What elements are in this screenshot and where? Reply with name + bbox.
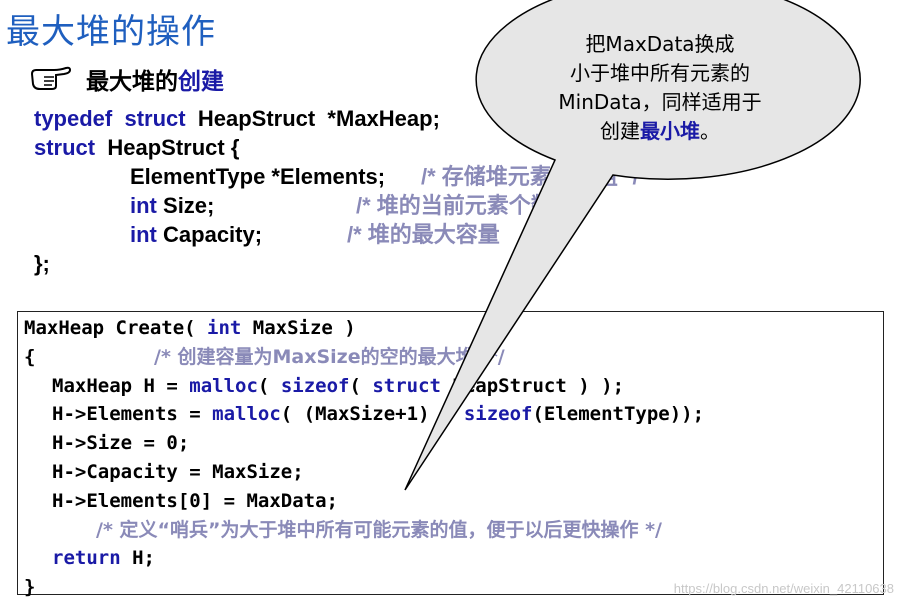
code-text: (ElementType)); <box>532 403 705 426</box>
watermark: https://blog.csdn.net/weixin_42110638 <box>673 581 894 596</box>
callout-text: 把MaxData换成 小于堆中所有元素的 MinData，同样适用于 创建最小堆… <box>520 30 800 146</box>
code-text: H; <box>120 547 155 570</box>
callout-line: 把MaxData换成 <box>585 32 735 56</box>
code-line: MaxHeap Create( int MaxSize ) <box>24 314 883 343</box>
callout-line: MinData，同样适用于 <box>558 90 762 114</box>
keyword: int <box>130 193 157 218</box>
struct-line-4: int Size; /* 堆的当前元素个数 */ <box>34 191 574 220</box>
keyword: struct <box>124 106 186 131</box>
code-text: HeapStruct ) ); <box>440 374 625 397</box>
keyword: int <box>130 222 157 247</box>
code-text: { <box>24 345 36 368</box>
callout-text-suffix: 。 <box>700 119 720 143</box>
callout-line: 小于堆中所有元素的 <box>570 61 750 85</box>
struct-line-1: typedef struct HeapStruct *MaxHeap; <box>34 104 440 133</box>
code-text: ( (MaxSize+1) * <box>280 403 464 426</box>
subtitle-highlight: 创建 <box>178 69 224 95</box>
code-comment: /* 创建容量为MaxSize的空的最大堆 */ <box>154 345 505 368</box>
code-line: } <box>24 573 883 602</box>
code-text: MaxSize ) <box>241 317 356 339</box>
code-line: { /* 创建容量为MaxSize的空的最大堆 */ <box>24 343 883 372</box>
callout-line: 创建最小堆。 <box>520 117 800 146</box>
code-text: MaxHeap H = <box>52 374 190 397</box>
keyword: struct <box>34 135 96 160</box>
callout-text-prefix: 创建 <box>600 119 640 143</box>
section-heading: 最大堆的创建 <box>30 62 224 96</box>
code-comment: /* 定义“哨兵”为大于堆中所有可能元素的值，便于以后更快操作 */ <box>96 518 662 541</box>
code-text: H->Capacity = MaxSize; <box>52 460 304 483</box>
code-line: H->Elements = malloc( (MaxSize+1) * size… <box>24 400 883 429</box>
code-comment: /* 堆的最大容量 <box>347 222 500 247</box>
keyword: int <box>207 317 242 339</box>
keyword: typedef <box>34 106 113 131</box>
code-text: Size; <box>163 193 215 218</box>
keyword: sizeof <box>280 374 350 397</box>
page-title: 最大堆的操作 <box>6 12 216 52</box>
pointing-hand-icon <box>30 66 72 90</box>
create-function-code: MaxHeap Create( int MaxSize ) { /* 创建容量为M… <box>17 311 884 598</box>
code-text: } <box>24 576 36 599</box>
struct-line-5: int Capacity; /* 堆的最大容量 <box>34 220 500 249</box>
code-comment: /* 堆的当前元素个数 */ <box>356 193 574 218</box>
code-line: H->Elements[0] = MaxData; <box>24 487 883 516</box>
code-text: HeapStruct { <box>107 135 240 160</box>
code-line: H->Capacity = MaxSize; <box>24 458 883 487</box>
keyword: malloc <box>212 403 281 426</box>
code-text: HeapStruct *MaxHeap; <box>197 106 440 131</box>
code-text: ElementType *Elements; <box>130 164 386 189</box>
code-text: H->Size = 0; <box>52 432 190 455</box>
struct-line-3: ElementType *Elements; /* 存储堆元素的数组 */ <box>34 162 639 191</box>
struct-line-2: struct HeapStruct { <box>34 133 440 162</box>
code-text: MaxHeap Create( <box>24 317 208 339</box>
code-text: }; <box>34 251 50 276</box>
code-text: ( <box>257 374 281 397</box>
subtitle-prefix: 最大堆的 <box>86 69 178 95</box>
callout-highlight: 最小堆 <box>640 119 700 143</box>
struct-line-6: }; <box>34 249 440 278</box>
keyword: return <box>52 547 121 570</box>
code-text: Capacity; <box>163 222 263 247</box>
code-line: H->Size = 0; <box>24 429 883 458</box>
code-text: H->Elements = <box>52 403 213 426</box>
code-comment: /* 存储堆元素的数组 */ <box>421 164 639 189</box>
struct-definition: typedef struct HeapStruct *MaxHeap; stru… <box>34 104 639 278</box>
code-line: MaxHeap H = malloc( sizeof( struct HeapS… <box>24 372 883 401</box>
code-line: return H; <box>24 544 883 573</box>
code-line: /* 定义“哨兵”为大于堆中所有可能元素的值，便于以后更快操作 */ <box>24 516 883 545</box>
keyword: struct <box>372 374 441 397</box>
keyword: sizeof <box>463 403 533 426</box>
code-text: ( <box>349 374 373 397</box>
code-text: H->Elements[0] = MaxData; <box>52 489 338 512</box>
keyword: malloc <box>189 374 258 397</box>
